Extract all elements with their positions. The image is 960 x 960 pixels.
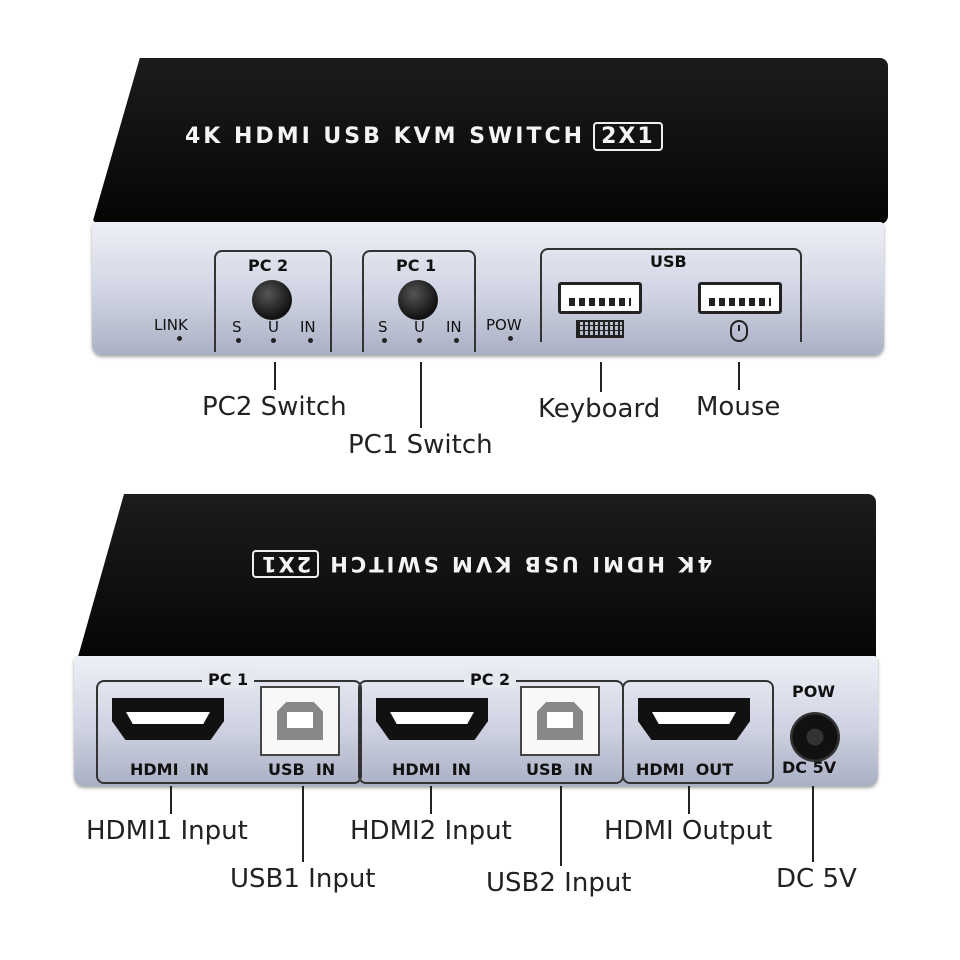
usb-in-2-port[interactable] <box>520 686 600 756</box>
hdmi2-input-caption: HDMI2 Input <box>350 816 512 846</box>
usb2-input-leader <box>560 786 562 866</box>
pc2-led-in <box>308 338 313 343</box>
front-device-top <box>92 58 888 224</box>
usb1-input-caption: USB1 Input <box>230 864 376 894</box>
back-pc2-label: PC 2 <box>464 670 517 689</box>
pc2-switch-leader <box>274 362 276 390</box>
pc1-group-label: PC 1 <box>396 256 437 275</box>
keyboard-icon <box>576 320 624 338</box>
usb-group: USB <box>540 248 802 342</box>
hdmi1-input-leader <box>170 786 172 814</box>
front-title-box: 2X1 <box>593 122 663 151</box>
front-device-title: 4K HDMI USB KVM SWITCH 2X1 <box>185 122 663 151</box>
pc2-group-label: PC 2 <box>248 256 289 275</box>
back-pow-label: POW <box>792 682 835 701</box>
pc1-switch-caption: PC1 Switch <box>348 430 493 460</box>
hdmi-in-1-label: HDMI IN <box>130 760 210 779</box>
pc1-led-s <box>382 338 387 343</box>
pc2-led-in-label: IN <box>300 318 316 336</box>
back-title-box: 2X1 <box>251 550 320 578</box>
back-device-top <box>76 494 876 664</box>
back-pc1-group: PC 1 HDMI IN USB IN <box>96 670 362 784</box>
hdmi-in-2-label: HDMI IN <box>392 760 472 779</box>
back-device-title: 4K HDMI USB KVM SWITCH 2X1 <box>172 550 792 578</box>
hdmi-out-label: HDMI OUT <box>636 760 734 779</box>
link-label: LINK <box>154 316 188 334</box>
hdmi2-input-leader <box>430 786 432 814</box>
usb1-input-leader <box>302 786 304 862</box>
hdmi-out-group: HDMI OUT <box>622 680 774 784</box>
mouse-icon <box>730 320 748 342</box>
usb-in-2-label: USB IN <box>526 760 594 779</box>
hdmi-output-caption: HDMI Output <box>604 816 773 846</box>
front-title-text: 4K HDMI USB KVM SWITCH <box>185 124 586 149</box>
usb2-input-caption: USB2 Input <box>486 868 632 898</box>
keyboard-usb-port[interactable] <box>558 282 642 314</box>
pc2-led-s-label: S <box>232 318 242 336</box>
back-title-text: 4K HDMI USB KVM SWITCH <box>327 552 713 576</box>
pc1-led-in <box>454 338 459 343</box>
pc2-led-u-label: U <box>268 318 279 336</box>
mouse-caption: Mouse <box>696 392 781 422</box>
keyboard-caption: Keyboard <box>538 394 661 424</box>
keyboard-leader <box>600 362 602 392</box>
usb-group-label: USB <box>650 252 687 271</box>
mouse-usb-port[interactable] <box>698 282 782 314</box>
hdmi-in-2-port[interactable] <box>376 698 488 740</box>
hdmi1-input-caption: HDMI1 Input <box>86 816 248 846</box>
link-led <box>177 336 182 341</box>
pc2-led-s <box>236 338 241 343</box>
dc5v-caption: DC 5V <box>776 864 857 894</box>
pc2-switch-caption: PC2 Switch <box>202 392 347 422</box>
dc-label: DC 5V <box>782 758 837 777</box>
hdmi-in-1-port[interactable] <box>112 698 224 740</box>
mouse-leader <box>738 362 740 390</box>
pc2-led-u <box>271 338 276 343</box>
front-device: 4K HDMI USB KVM SWITCH 2X1 LINK PC 2 S U … <box>0 0 960 360</box>
dc-power-jack[interactable] <box>790 712 840 762</box>
pc1-led-u-label: U <box>414 318 425 336</box>
pc1-led-u <box>417 338 422 343</box>
pc2-switch-button[interactable] <box>252 280 292 320</box>
usb-in-1-port[interactable] <box>260 686 340 756</box>
back-panel: PC 1 HDMI IN USB IN PC 2 HDMI IN USB IN … <box>74 656 878 786</box>
pc1-switch-button[interactable] <box>398 280 438 320</box>
pc1-group: PC 1 S U IN <box>362 250 476 352</box>
usb-in-1-label: USB IN <box>268 760 336 779</box>
pc1-led-in-label: IN <box>446 318 462 336</box>
pc1-led-s-label: S <box>378 318 388 336</box>
pc1-switch-leader <box>420 362 422 428</box>
hdmi-out-port[interactable] <box>638 698 750 740</box>
back-pc1-label: PC 1 <box>202 670 255 689</box>
back-pc2-group: PC 2 HDMI IN USB IN <box>358 670 624 784</box>
pc2-group: PC 2 S U IN <box>214 250 332 352</box>
pow-led <box>508 336 513 341</box>
pow-label: POW <box>486 316 522 334</box>
back-device: 4K HDMI USB KVM SWITCH 2X1 PC 1 HDMI IN U… <box>0 480 960 800</box>
front-panel: LINK PC 2 S U IN PC 1 S U IN POW <box>92 222 884 355</box>
hdmi-output-leader <box>688 786 690 814</box>
dc5v-leader <box>812 786 814 862</box>
